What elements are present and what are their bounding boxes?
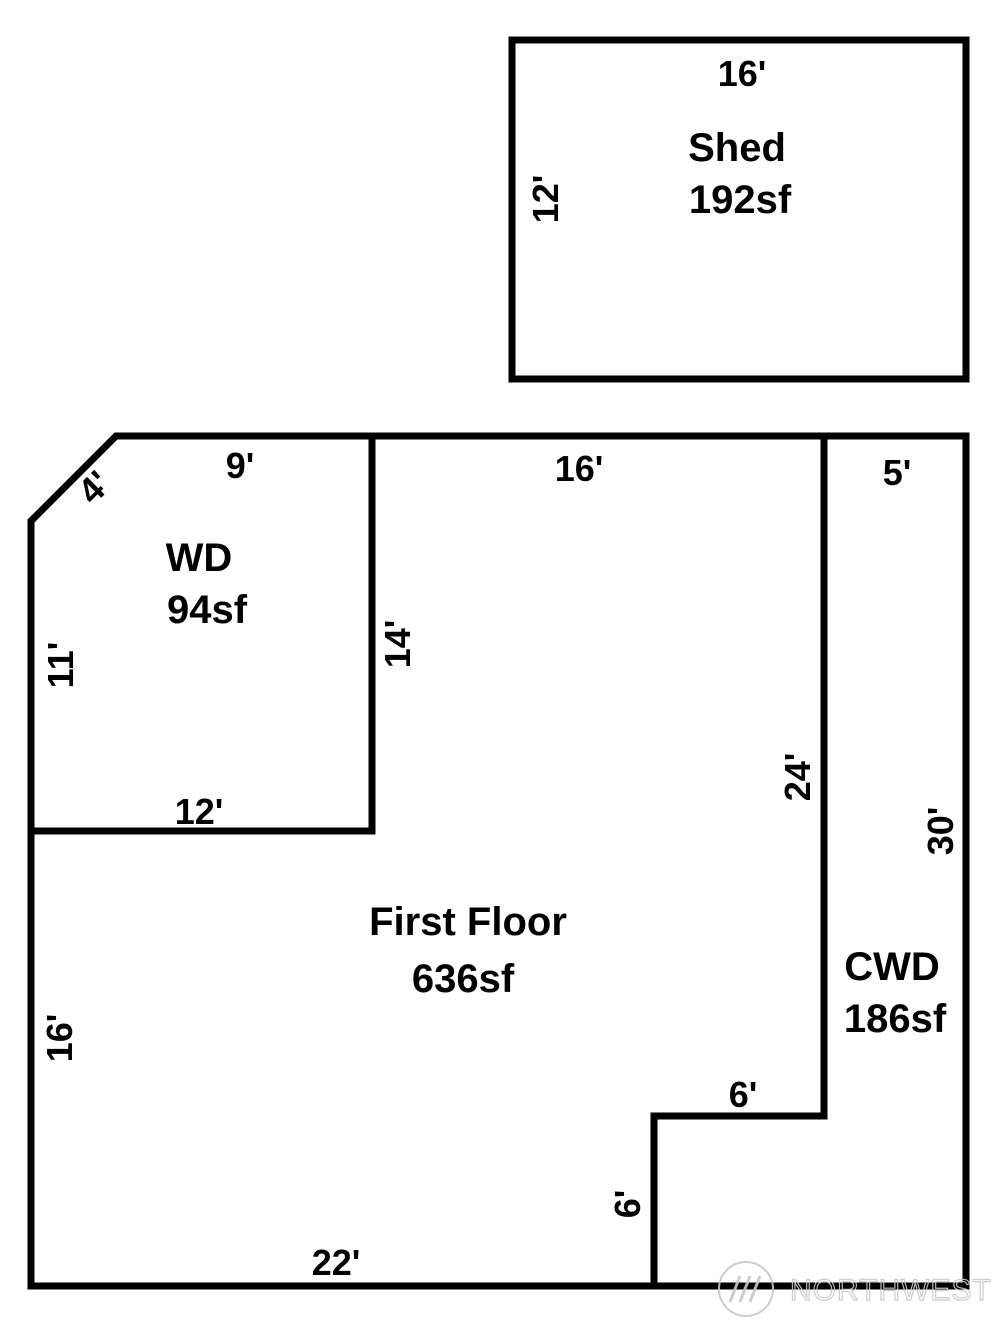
wd-top-dimension: 9' [226,445,255,486]
ff-bottom-dimension: 22' [312,1242,361,1283]
wd-area: 94sf [167,588,248,632]
shed-left-dimension: 12' [525,175,566,224]
ff-left-dimension: 16' [39,1014,80,1063]
watermark-text: NORTHWEST [790,1274,992,1307]
ff-name: First Floor [369,900,567,944]
nwmls-logo-icon [718,1261,774,1317]
shed-area: 192sf [689,178,792,222]
ff-area: 636sf [412,957,515,1001]
wd-bottom-dimension: 12' [175,791,224,832]
ff-step-side-dimension: 6' [607,1190,648,1219]
wd-name: WD [166,536,233,580]
wd-right-dimension: 14' [377,620,418,669]
wd-corner-dimension: 4' [70,463,119,512]
cwd-interior-wall [650,432,828,1290]
shed-top-dimension: 16' [718,53,767,94]
shed-name: Shed [688,126,786,170]
cwd-right-dimension: 30' [920,807,961,856]
cwd-area: 186sf [844,997,947,1041]
cwd-top-dimension: 5' [883,452,912,493]
ff-right-dimension: 24' [777,753,818,802]
shed-outline [508,36,970,383]
wd-left-dimension: 11' [40,642,81,689]
ff-step-top-dimension: 6' [729,1074,758,1115]
wd-interior-wall [27,432,376,835]
ff-top-dimension: 16' [555,448,604,489]
cwd-name: CWD [844,945,940,989]
watermark: NORTHWEST [718,1261,992,1317]
